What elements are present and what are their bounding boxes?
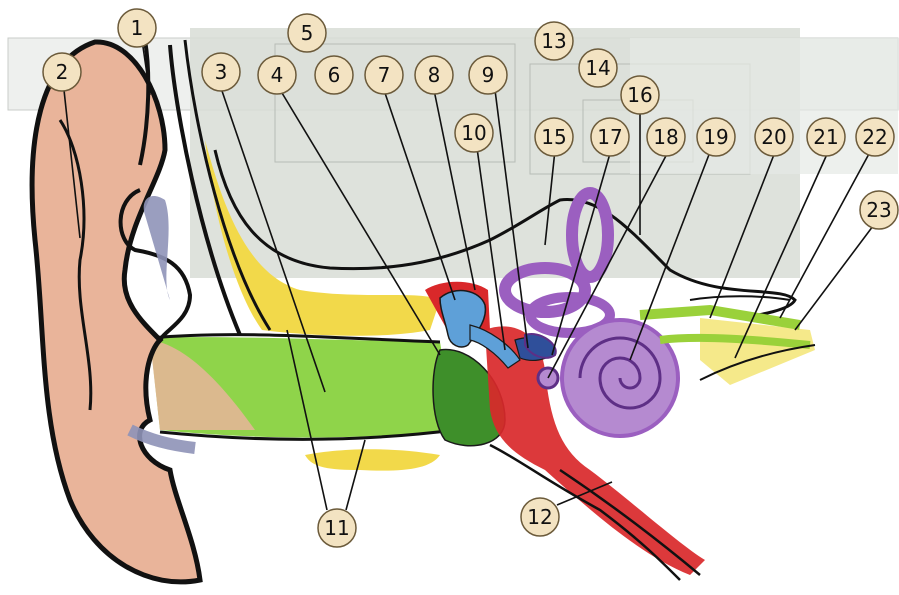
svg-text:10: 10	[461, 121, 486, 145]
callout-17: 17	[591, 118, 629, 156]
svg-text:17: 17	[597, 125, 622, 149]
svg-text:14: 14	[585, 56, 610, 80]
svg-text:12: 12	[527, 505, 552, 529]
svg-text:15: 15	[541, 125, 566, 149]
ear-canal	[150, 335, 455, 440]
callout-22: 22	[856, 118, 894, 156]
callout-19: 19	[697, 118, 735, 156]
svg-text:22: 22	[862, 125, 887, 149]
callout-21: 21	[807, 118, 845, 156]
callout-18: 18	[647, 118, 685, 156]
callout-23: 23	[860, 191, 898, 229]
callout-16: 16	[621, 76, 659, 114]
svg-text:23: 23	[866, 198, 891, 222]
callout-3: 3	[202, 53, 240, 91]
callout-7: 7	[365, 56, 403, 94]
callout-11: 11	[318, 509, 356, 547]
callout-2: 2	[43, 53, 81, 91]
callout-13: 13	[535, 22, 573, 60]
svg-text:6: 6	[328, 63, 341, 87]
svg-text:13: 13	[541, 29, 566, 53]
callout-1: 1	[118, 9, 156, 47]
svg-text:19: 19	[703, 125, 728, 149]
callout-9: 9	[469, 56, 507, 94]
svg-text:21: 21	[813, 125, 838, 149]
callout-15: 15	[535, 118, 573, 156]
svg-text:18: 18	[653, 125, 678, 149]
callout-5: 5	[288, 14, 326, 52]
svg-text:2: 2	[56, 60, 69, 84]
svg-text:8: 8	[428, 63, 441, 87]
svg-text:7: 7	[378, 63, 391, 87]
callout-14: 14	[579, 49, 617, 87]
svg-text:4: 4	[271, 63, 284, 87]
svg-text:16: 16	[627, 83, 652, 107]
callout-8: 8	[415, 56, 453, 94]
svg-text:11: 11	[324, 516, 349, 540]
svg-text:9: 9	[482, 63, 495, 87]
callout-20: 20	[755, 118, 793, 156]
callout-12: 12	[521, 498, 559, 536]
callout-4: 4	[258, 56, 296, 94]
svg-text:20: 20	[761, 125, 786, 149]
svg-text:3: 3	[215, 60, 228, 84]
callout-6: 6	[315, 56, 353, 94]
svg-text:5: 5	[301, 21, 314, 45]
callout-10: 10	[455, 114, 493, 152]
svg-text:1: 1	[131, 16, 144, 40]
